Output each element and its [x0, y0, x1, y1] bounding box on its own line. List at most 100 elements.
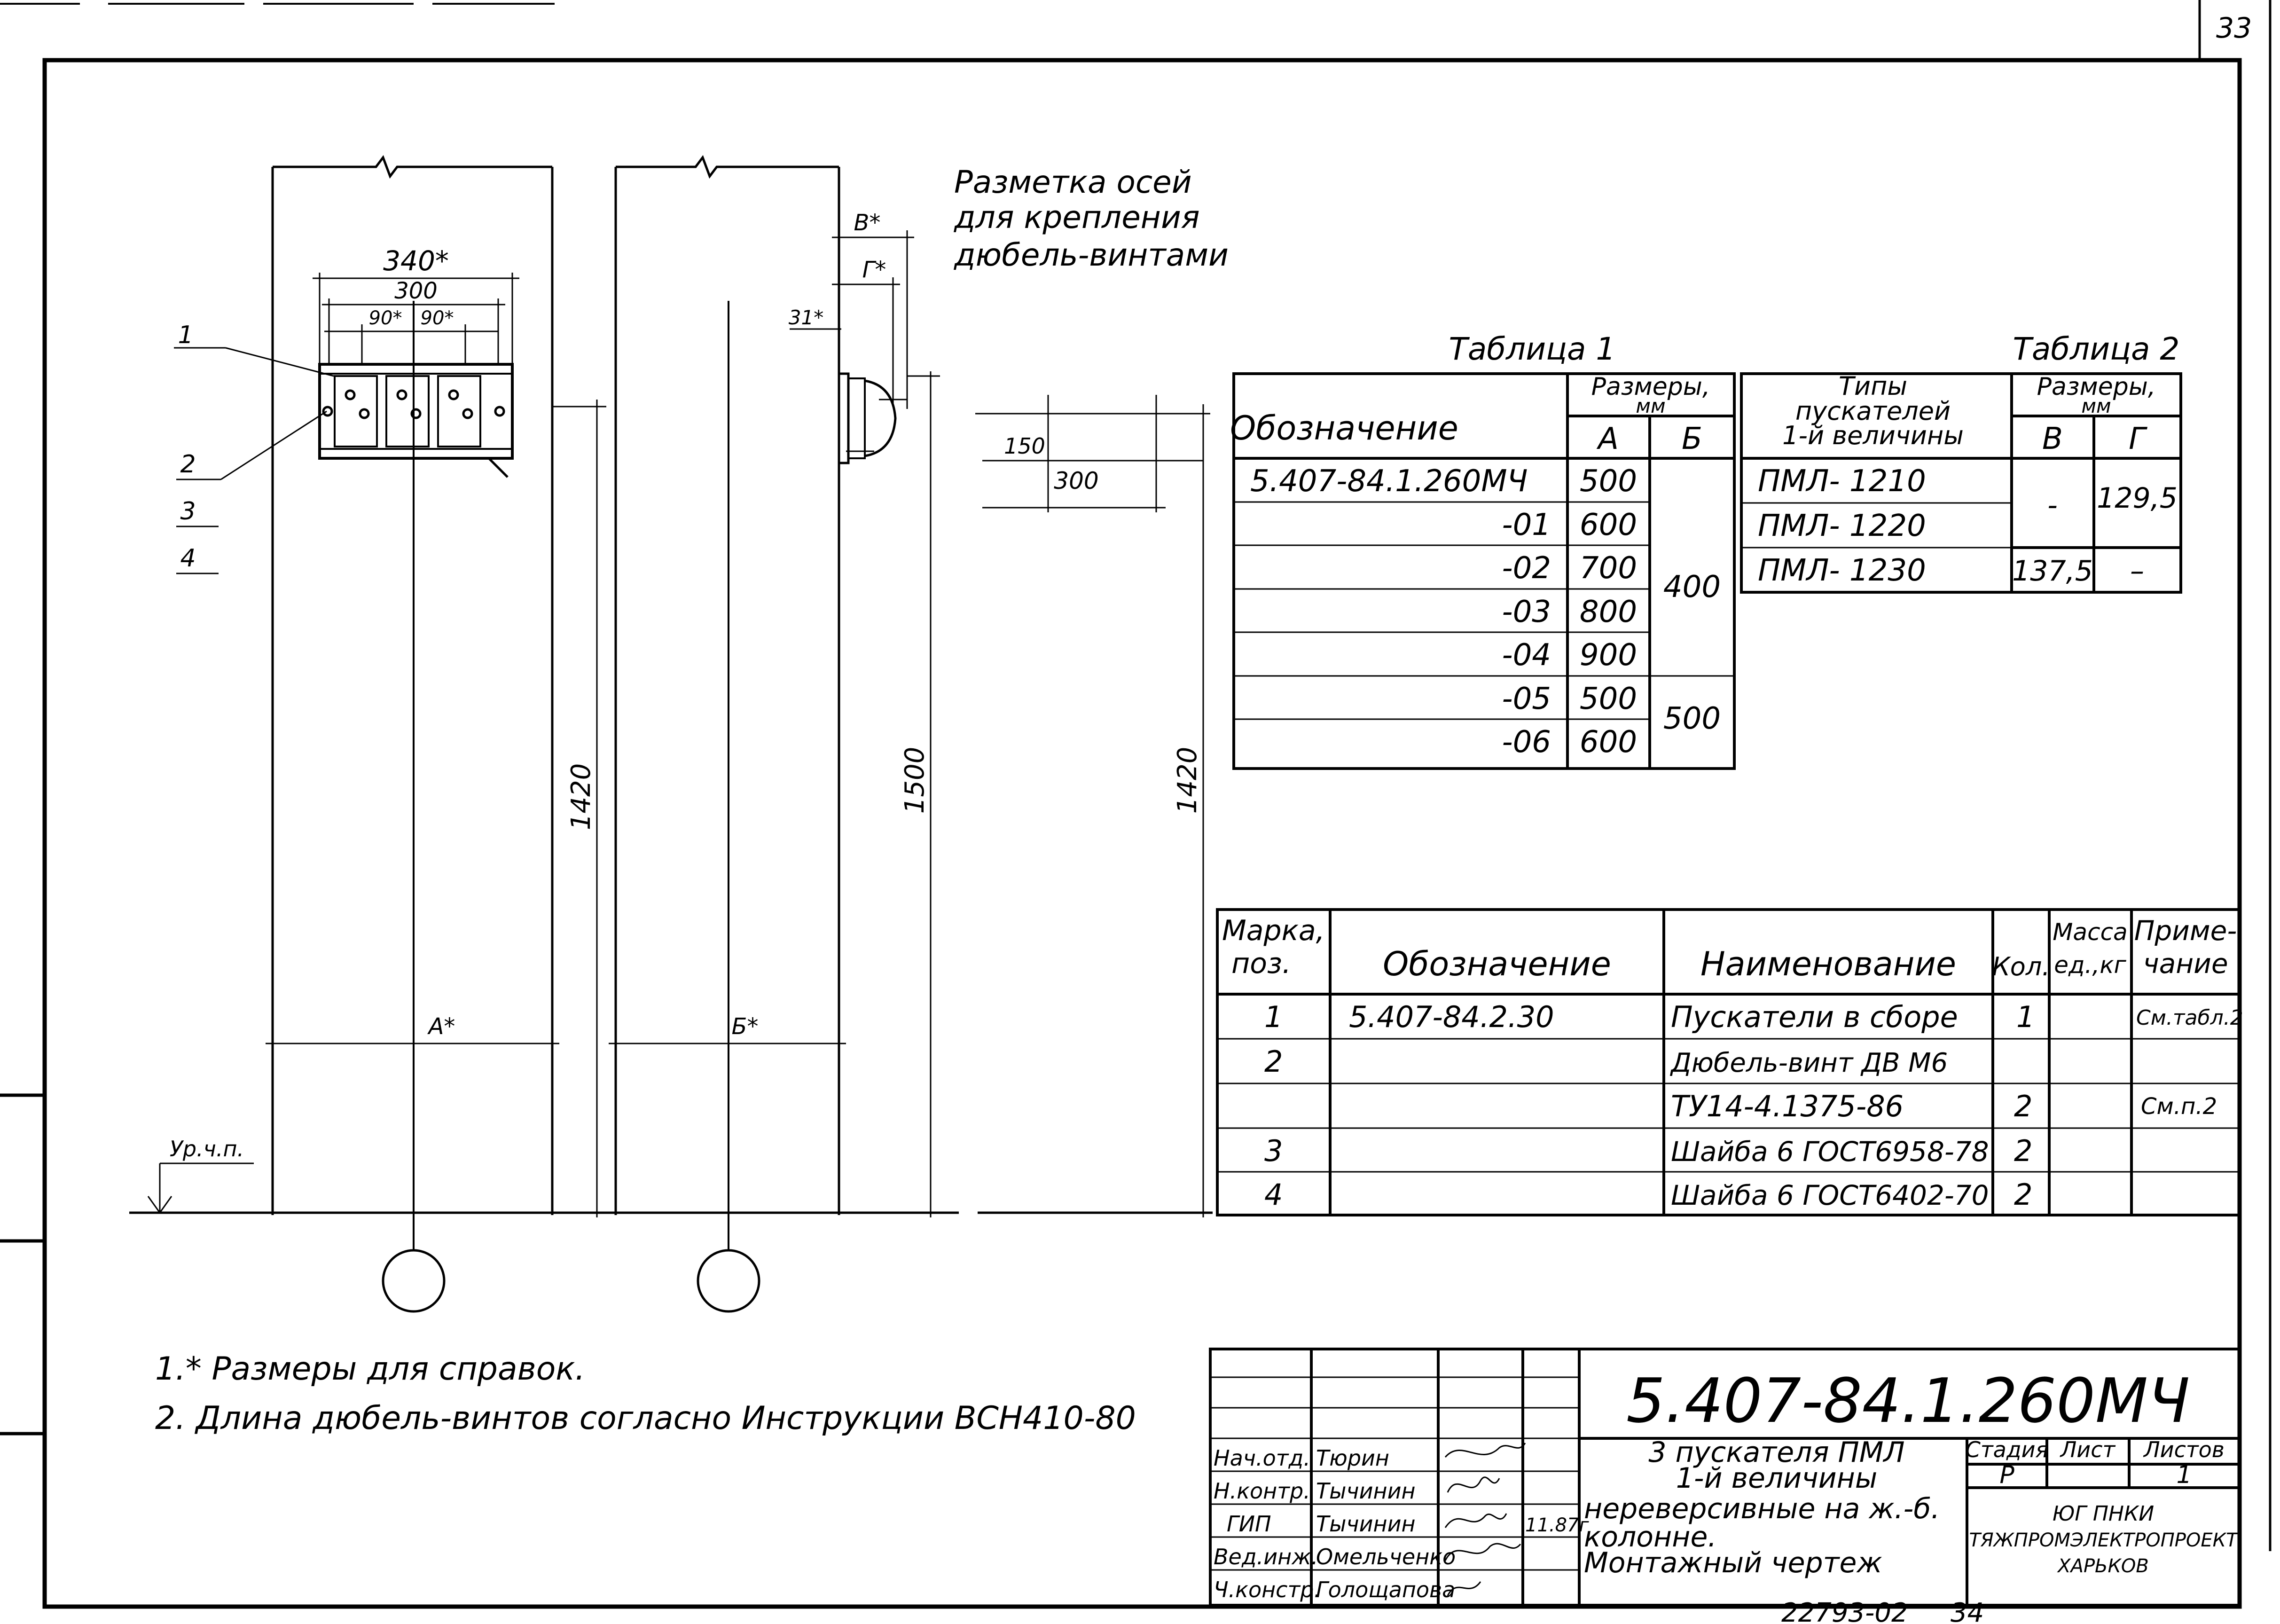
- stage-label: Стадия: [1966, 1437, 2048, 1462]
- sheets-value: 1: [2176, 1461, 2192, 1489]
- org-line: ТЯЖПРОМЭЛЕКТРОПРОЕКТ: [1969, 1530, 2239, 1551]
- sheets-label: Листов: [2143, 1437, 2225, 1462]
- table-2-header-types-3: 1-й величины: [1782, 421, 1964, 450]
- table-2-v-group-1: -: [2047, 489, 2058, 522]
- bottom-page: 34: [1951, 1598, 1984, 1624]
- spec-header-mark-2: поз.: [1231, 947, 1291, 980]
- table-1: Таблица 1 Обозначение Размеры, мм А Б 5.…: [1230, 331, 1736, 770]
- dim-1420-right: 1420: [1172, 747, 1203, 814]
- table-1-header-sizes-2: мм: [1636, 394, 1665, 417]
- drawing-title-line: нереверсивные на ж.-б.: [1584, 1492, 1940, 1525]
- table-2-col-g: Г: [2129, 422, 2147, 456]
- dim-90-right: 90*: [421, 307, 454, 329]
- spec-row-designation: 5.407-84.2.30: [1349, 1000, 1554, 1034]
- role-label: Вед.инж.: [1214, 1544, 1318, 1569]
- spec-row-name: Пускатели в сборе: [1671, 1000, 1958, 1034]
- spec-row-pos: 1: [1264, 1000, 1283, 1034]
- bottom-number: 22793-02: [1781, 1598, 1908, 1624]
- dim-90-left: 90*: [369, 307, 402, 329]
- table-1-row-a: 500: [1580, 464, 1637, 499]
- axis-marking-dims: 150 300 1420: [1004, 433, 1203, 814]
- dim-340: 340*: [383, 245, 449, 277]
- table-2-g-row-3: –: [2130, 555, 2144, 588]
- sheet-label: Лист: [2060, 1437, 2116, 1462]
- person-name: Тычинин: [1316, 1478, 1416, 1504]
- spec-row-name: Шайба 6 ГОСТ6402-70: [1671, 1179, 1989, 1211]
- side-view: [609, 155, 959, 1313]
- spec-row-name: Шайба 6 ГОСТ6958-78: [1671, 1136, 1989, 1168]
- specification-table: Марка, поз. Обозначение Наименование Кол…: [1216, 908, 2243, 1216]
- table-1-row-a: 700: [1580, 551, 1637, 586]
- person-name: Тюрин: [1316, 1445, 1389, 1471]
- table-1-row-designation: -06: [1502, 725, 1551, 760]
- axis-marking-title: Разметка осей для крепления дюбель-винта…: [954, 164, 1229, 273]
- dim-150: 150: [1004, 433, 1045, 459]
- spec-header-qty: Кол.: [1992, 952, 2050, 981]
- note-1: 1.* Размеры для справок.: [155, 1350, 585, 1388]
- dim-300: 300: [394, 278, 438, 304]
- table-2-header-types-2: пускателей: [1795, 396, 1951, 426]
- table-2-title: Таблица 2: [2013, 331, 2180, 367]
- role-label: ГИП: [1227, 1511, 1271, 1537]
- page-number: 33: [2216, 12, 2252, 45]
- drawing-title-line: Монтажный чертеж: [1584, 1546, 1882, 1579]
- spec-row-pos: 4: [1264, 1177, 1283, 1212]
- note-2: 2. Длина дюбель-винтов согласно Инструкц…: [155, 1400, 1136, 1437]
- dim-b: Б*: [732, 1013, 759, 1040]
- dim-31: 31*: [789, 306, 823, 329]
- dim-a: А*: [427, 1013, 455, 1040]
- person-name: Голощапова: [1316, 1577, 1455, 1602]
- axis-marking-title-line1: Разметка осей: [954, 164, 1192, 200]
- dim-g: Г*: [862, 257, 886, 283]
- org-line: ХАРЬКОВ: [2057, 1555, 2149, 1577]
- drawing-title-line: колонне.: [1584, 1521, 1716, 1553]
- callout-4: 4: [180, 544, 196, 573]
- title-block-code: 5.407-84.1.260МЧ: [1626, 1365, 2190, 1436]
- spec-header-mass-1: Масса: [2053, 918, 2127, 946]
- table-2-row-type: ПМЛ- 1210: [1758, 464, 1926, 499]
- signatures: [1444, 1443, 1526, 1596]
- table-1-row-designation: -04: [1502, 638, 1551, 673]
- front-view: [129, 155, 959, 1313]
- spec-header-mass-2: ед.,кг: [2054, 951, 2126, 979]
- drawing-title-line: 1-й величины: [1676, 1462, 1878, 1495]
- role-label: Н.контр.: [1214, 1478, 1310, 1504]
- table-2-v-row-3: 137,5: [2012, 555, 2093, 588]
- spec-header-name: Наименование: [1700, 945, 1956, 983]
- side-view-dims: В* Г* 31* Б* 1500: [732, 210, 930, 1040]
- axis-marking-view: [975, 395, 1213, 1217]
- table-1-row-designation: -05: [1502, 682, 1551, 716]
- spec-row-qty: 1: [2016, 1000, 2035, 1034]
- table-1-header-designation: Обозначение: [1230, 409, 1458, 447]
- spec-header-note-2: чание: [2143, 948, 2228, 980]
- spec-header-note-1: Приме-: [2134, 915, 2237, 947]
- spec-header-mark-1: Марка,: [1222, 914, 1325, 947]
- table-1-col-b: Б: [1682, 422, 1702, 456]
- dim-300-axis: 300: [1054, 467, 1098, 494]
- spec-row-note: См.табл.2: [2136, 1006, 2243, 1030]
- dim-1420-left: 1420: [566, 763, 596, 831]
- sign-date: 11.87г: [1525, 1514, 1590, 1536]
- table-1-row-a: 800: [1580, 595, 1637, 629]
- org-line: ЮГ ПНКИ: [2053, 1502, 2154, 1526]
- table-1-row-a: 600: [1580, 508, 1637, 542]
- front-view-dims: 340* 300 90* 90* А* 1420 Ур.ч.п. 1 2 3 4: [170, 245, 596, 1161]
- table-2-col-v: В: [2042, 422, 2063, 456]
- person-name: Омельченко: [1316, 1544, 1456, 1569]
- table-1-row-designation: -02: [1502, 551, 1551, 586]
- spec-header-designation: Обозначение: [1383, 945, 1611, 983]
- axis-marking-title-line2: для крепления: [954, 199, 1200, 235]
- title-block: 5.407-84.1.260МЧ Нач.отд. Н.контр. ГИП В…: [1209, 1348, 2241, 1607]
- callout-3: 3: [180, 497, 196, 526]
- table-2-header-types-1: Типы: [1839, 371, 1907, 401]
- person-name: Тычинин: [1316, 1511, 1416, 1537]
- table-1-col-a: А: [1596, 422, 1619, 456]
- spec-row-qty: 2: [2014, 1134, 2032, 1168]
- table-2: Таблица 2 Типы пускателей 1-й величины Р…: [1740, 331, 2182, 594]
- table-1-b-group-1: 400: [1663, 570, 1721, 604]
- table-1-row-designation: 5.407-84.1.260МЧ: [1250, 464, 1528, 499]
- table-2-row-type: ПМЛ- 1230: [1758, 553, 1926, 588]
- table-1-header-sizes-1: Размеры,: [1591, 373, 1710, 401]
